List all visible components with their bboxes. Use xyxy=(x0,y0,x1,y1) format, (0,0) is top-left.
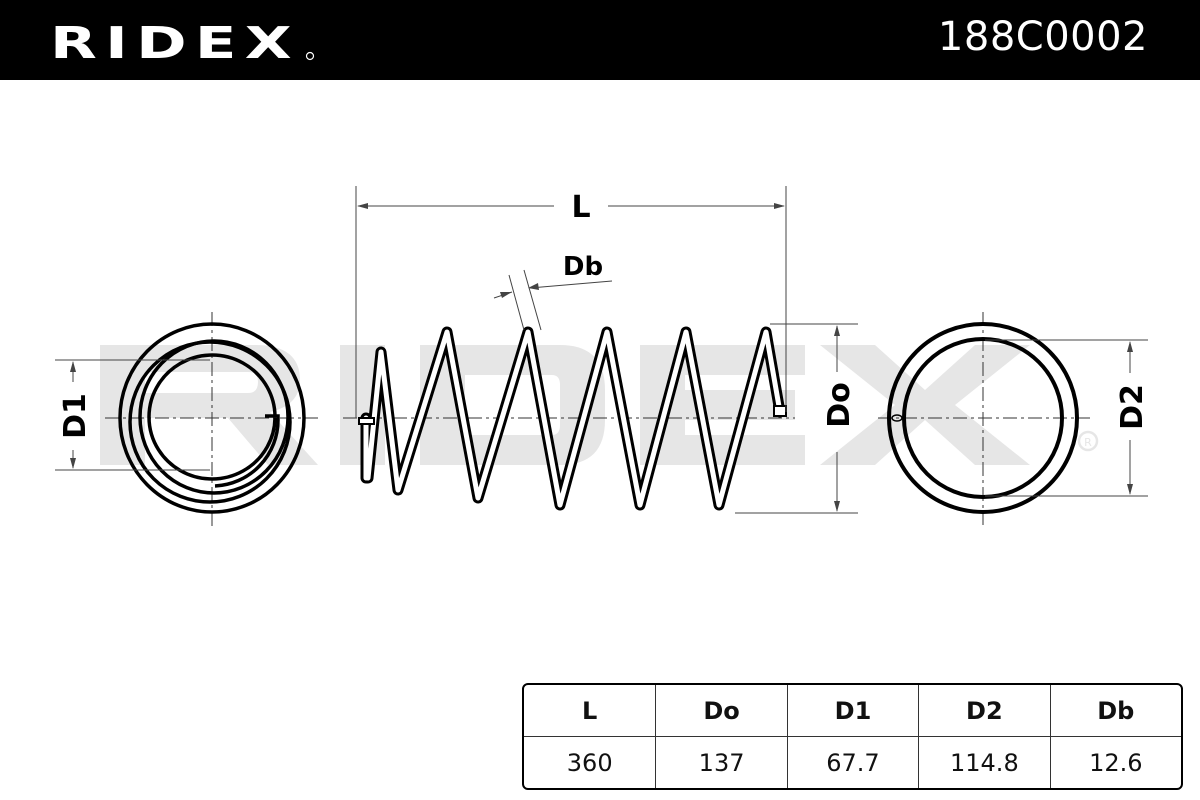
spec-value-d2: 114.8 xyxy=(918,737,1049,788)
part-number: 188C0002 xyxy=(937,14,1148,60)
spec-header-d2: D2 xyxy=(918,685,1050,737)
header-bar: RIDEX 188C0002 xyxy=(0,0,1200,80)
spec-value-d1: 67.7 xyxy=(786,737,918,788)
spec-table: L Do D1 D2 Db 360 137 67.7 114.8 12.6 xyxy=(522,683,1183,790)
spec-value-do: 137 xyxy=(655,737,786,788)
spec-header-do: Do xyxy=(655,685,787,737)
spec-header-db: Db xyxy=(1049,685,1181,737)
spec-value-db: 12.6 xyxy=(1049,737,1181,788)
end-view-d1 xyxy=(55,312,318,530)
watermark: R xyxy=(100,345,1099,465)
spec-value-row: 360 137 67.7 114.8 12.6 xyxy=(524,737,1181,788)
spec-header-d1: D1 xyxy=(786,685,919,737)
spring-drawing: R D1 xyxy=(55,186,1150,530)
spring-side-view xyxy=(343,186,858,514)
spec-value-l: 360 xyxy=(566,748,613,777)
ridex-logo: RIDEX xyxy=(50,18,315,66)
spec-header-row: L Do D1 D2 Db xyxy=(524,685,1181,737)
label-do: Do xyxy=(822,382,857,428)
end-view-d2 xyxy=(878,312,1148,525)
label-db: Db xyxy=(563,252,603,282)
label-d1: D1 xyxy=(58,393,93,439)
label-d2: D2 xyxy=(1115,384,1150,430)
brand-text: RIDEX xyxy=(50,18,300,66)
svg-text:R: R xyxy=(1084,436,1092,449)
label-l: L xyxy=(571,190,590,225)
spec-header-l: L xyxy=(524,685,656,737)
